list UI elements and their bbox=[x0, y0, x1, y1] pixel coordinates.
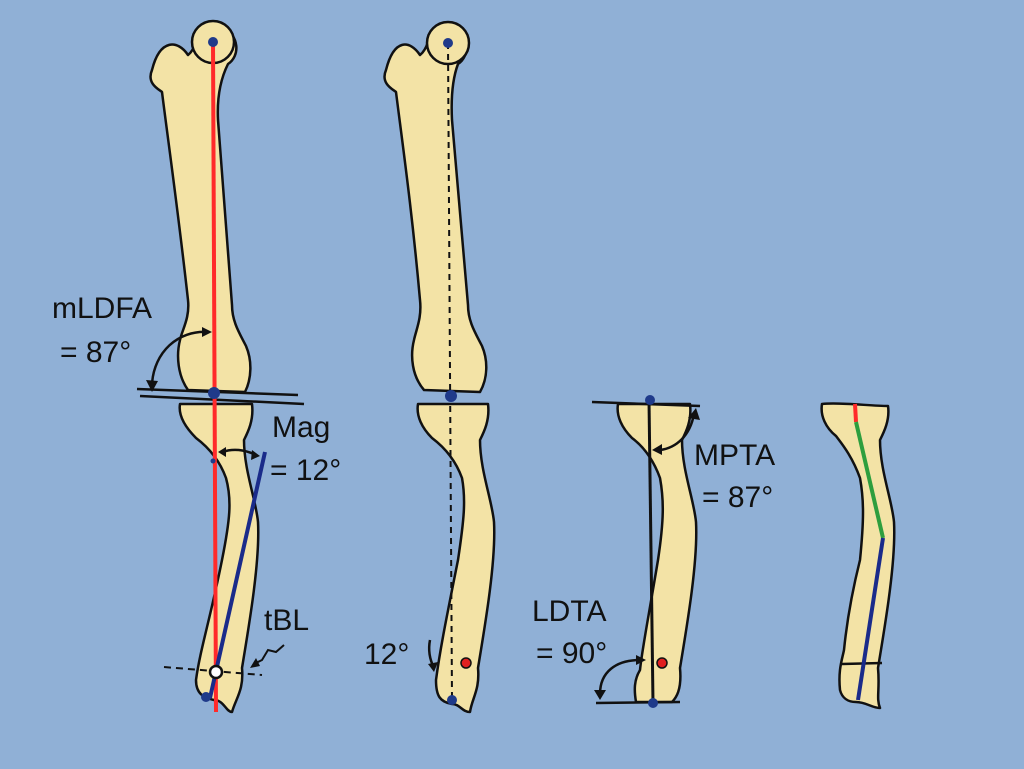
mldfa-label: mLDFA bbox=[52, 292, 152, 325]
mag-arrowhead-left bbox=[218, 447, 226, 457]
ankle-joint-line bbox=[595, 700, 681, 705]
tibial-point bbox=[210, 458, 216, 464]
knee-center-point-2 bbox=[445, 390, 457, 402]
femur-2 bbox=[383, 23, 488, 394]
mldfa-arc bbox=[150, 330, 209, 385]
mag-value: = 12° bbox=[270, 454, 341, 487]
mag-label: Mag bbox=[272, 411, 330, 444]
panel-2-full-leg: 12° bbox=[364, 20, 496, 714]
green-axis-segment bbox=[854, 421, 885, 539]
mldfa-value: = 87° bbox=[60, 336, 131, 369]
tibia-4 bbox=[820, 402, 896, 710]
ldta-label: LDTA bbox=[532, 595, 606, 628]
ldta-arc bbox=[598, 658, 641, 695]
tbl-arrowhead bbox=[250, 658, 260, 668]
hip-center-point-2 bbox=[443, 38, 453, 48]
hip-center-point bbox=[208, 37, 218, 47]
red-point-3 bbox=[656, 657, 668, 669]
tibia-2 bbox=[416, 402, 496, 714]
mpta-label: MPTA bbox=[694, 439, 775, 472]
knee-point-3 bbox=[645, 395, 655, 405]
tbl-label: tBL bbox=[264, 604, 309, 637]
mpta-arrowhead-top bbox=[688, 408, 700, 420]
mpta-value: = 87° bbox=[702, 481, 773, 514]
ankle-point-3 bbox=[648, 698, 658, 708]
ankle-center-point bbox=[201, 692, 211, 702]
ankle-center-point-2 bbox=[447, 695, 457, 705]
femur-1 bbox=[149, 23, 252, 394]
red-axis-segment bbox=[853, 403, 858, 423]
angle-12-label: 12° bbox=[364, 638, 409, 671]
red-point-2 bbox=[460, 657, 472, 669]
ldta-value: = 90° bbox=[536, 637, 607, 670]
mldfa-arrowhead-bottom bbox=[146, 380, 158, 392]
tibial-mechanical-axis bbox=[647, 399, 655, 704]
mpta-arrowhead-left bbox=[652, 444, 662, 455]
angle-12-arrowhead bbox=[428, 662, 438, 672]
panel-3-tibia: MPTA = 87° LDTA = 90° bbox=[532, 395, 775, 708]
tbl-pointer bbox=[253, 644, 285, 665]
panel-4-tibia bbox=[820, 402, 896, 710]
mldfa-arrowhead-top bbox=[202, 327, 212, 337]
mag-arrowhead-right bbox=[251, 450, 260, 460]
mpta-arc bbox=[659, 413, 696, 452]
knee-center-point bbox=[208, 387, 220, 399]
ldta-arrowhead-right bbox=[636, 655, 646, 665]
panel-1-full-leg: mLDFA = 87° Mag = 12° tBL bbox=[52, 19, 341, 714]
knee-line-lower bbox=[139, 394, 305, 406]
blue-axis-segment bbox=[856, 537, 885, 701]
mechanical-axis-line bbox=[211, 41, 218, 713]
tibial-shaft-line bbox=[208, 451, 267, 699]
ldta-arrowhead-bottom bbox=[594, 690, 606, 700]
tibia-3 bbox=[616, 402, 698, 704]
open-circle-point bbox=[208, 664, 224, 680]
tibial-plateau-line bbox=[591, 400, 701, 408]
